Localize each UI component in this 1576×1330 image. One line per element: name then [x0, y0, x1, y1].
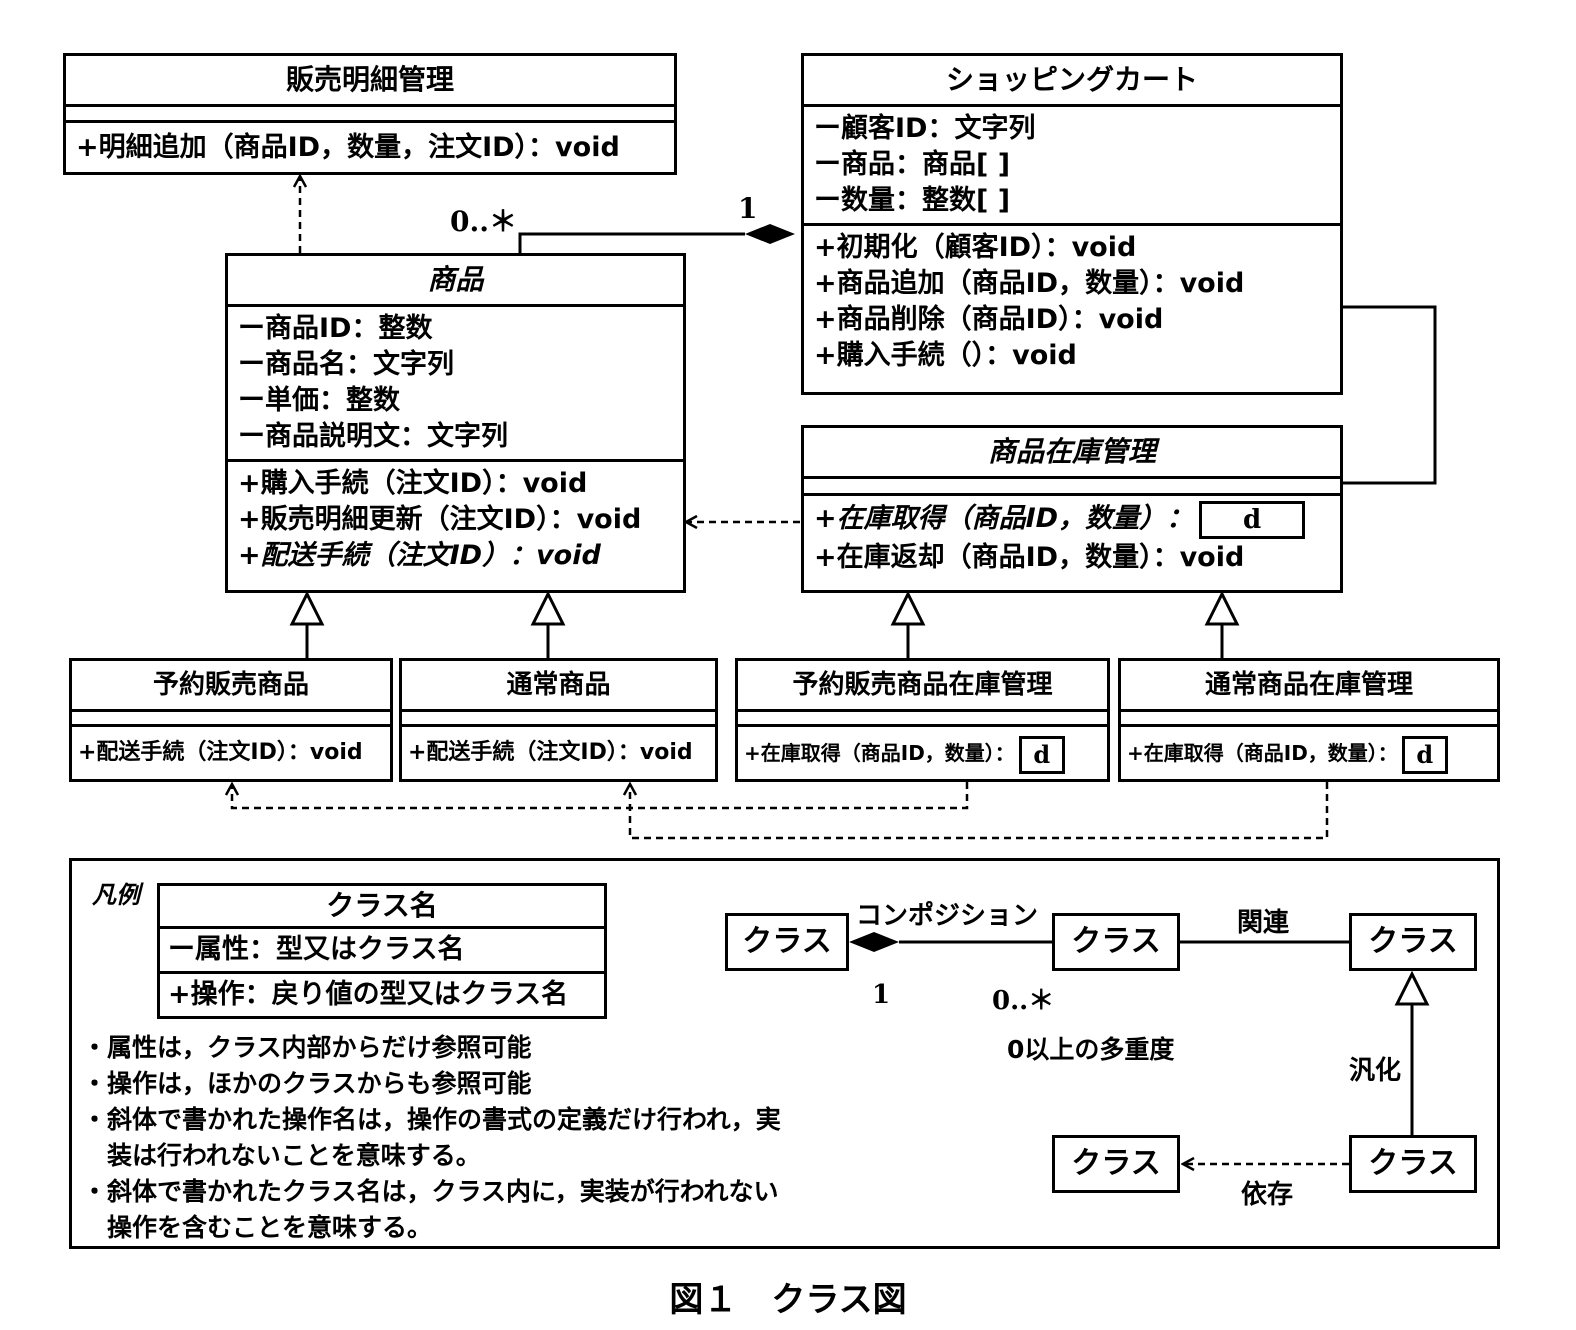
legend-multiplicity-note: 0以上の多重度 [1007, 1035, 1175, 1064]
class-name: 販売明細管理 [66, 56, 674, 107]
legend-generalization-label: 汎化 [1349, 1056, 1402, 1086]
placeholder-box-d: d [1401, 735, 1448, 774]
attribute-line: ー数量：整数[ ] [814, 185, 1011, 216]
class-shopping-cart: ショッピングカート ー顧客ID：文字列 ー商品：商品[ ] ー数量：整数[ ] … [801, 53, 1343, 395]
figure-caption: 図１ クラス図 [669, 1280, 907, 1320]
operation-compartment: +在庫取得（商品ID，数量）：d [738, 727, 1107, 779]
placeholder-box-d: d [1199, 500, 1306, 539]
operation-text: +在庫取得（商品ID，数量）： [1127, 741, 1398, 765]
attribute-line: ー商品説明文：文字列 [238, 421, 508, 452]
class-name: 通常商品在庫管理 [1121, 661, 1497, 712]
operation-compartment: +在庫取得（商品ID，数量）：d [1121, 727, 1497, 779]
legend-class-name: クラス名 [160, 886, 604, 929]
composition-diamond [745, 224, 795, 244]
class-yoyaku-hanbai-shohin-zaiko-kanri: 予約販売商品在庫管理 +在庫取得（商品ID，数量）：d [735, 658, 1110, 782]
attribute-compartment [66, 107, 674, 123]
class-name: 商品 [228, 256, 683, 307]
class-name: ショッピングカート [804, 56, 1340, 107]
class-name: 通常商品 [402, 661, 715, 712]
operation-line: +販売明細更新（注文ID）：void [238, 504, 642, 535]
operation-line-abstract: +在庫取得（商品ID，数量）：d [814, 500, 1330, 539]
legend-note: 装は行われないことを意味する。 [82, 1141, 481, 1170]
legend-multiplicity-many: 0..＊ [992, 986, 1055, 1016]
class-name: 商品在庫管理 [804, 428, 1340, 479]
legend-composition-label: コンポジション [856, 901, 1039, 931]
generalization-triangle-yoyaku-zaiko [890, 590, 926, 626]
operation-line: +購入手続（）：void [814, 340, 1077, 371]
class-name: 予約販売商品在庫管理 [738, 661, 1107, 712]
attribute-compartment [72, 712, 390, 727]
legend-note: ・斜体で書かれた操作名は，操作の書式の定義だけ行われ，実 [82, 1105, 781, 1134]
class-tsujo-shohin-zaiko-kanri: 通常商品在庫管理 +在庫取得（商品ID，数量）：d [1118, 658, 1500, 782]
legend-class-notation: クラス名 ー属性：型又はクラス名 +操作：戻り値の型又はクラス名 [157, 883, 607, 1019]
operation-compartment: +配送手続（注文ID）：void [402, 727, 715, 779]
legend-notes: ・属性は，クラス内部からだけ参照可能 ・操作は，ほかのクラスからも参照可能 ・斜… [82, 1030, 781, 1246]
operation-line: +在庫取得（商品ID，数量）：d [744, 729, 1101, 777]
attribute-line: ー顧客ID：文字列 [814, 113, 1036, 144]
operation-compartment: +配送手続（注文ID）：void [72, 727, 390, 779]
operation-line: +明細追加（商品ID，数量，注文ID）：void [76, 132, 620, 163]
operation-line: +在庫取得（商品ID，数量）：d [1127, 729, 1491, 777]
legend-association-label: 関連 [1237, 908, 1290, 938]
legend-box-composite-part: クラス [1052, 913, 1180, 971]
legend-note: 操作を含むことを意味する。 [82, 1213, 433, 1242]
operation-text: +在庫取得（商品ID，数量）： [814, 503, 1194, 534]
legend-box-associated: クラス [1349, 913, 1477, 971]
legend-box-composite-owner: クラス [725, 913, 849, 971]
legend-title: 凡例 [92, 881, 140, 909]
operation-line: +商品追加（商品ID，数量）：void [814, 268, 1245, 299]
attribute-line: ー商品ID：整数 [238, 313, 433, 344]
legend-dependency-label: 依存 [1241, 1180, 1294, 1210]
operation-compartment: +初期化（顧客ID）：void +商品追加（商品ID，数量）：void +商品削… [804, 226, 1340, 378]
attribute-compartment: ー顧客ID：文字列 ー商品：商品[ ] ー数量：整数[ ] [804, 107, 1340, 226]
legend-box-depended: クラス [1052, 1135, 1180, 1193]
operation-line: +初期化（顧客ID）：void [814, 232, 1137, 263]
legend-attribute: ー属性：型又はクラス名 [160, 929, 604, 974]
attribute-compartment [738, 712, 1107, 727]
operation-line-abstract: +配送手続（注文ID）：void [238, 540, 601, 571]
class-shohin: 商品 ー商品ID：整数 ー商品名：文字列 ー単価：整数 ー商品説明文：文字列 +… [225, 253, 686, 593]
legend-note: ・属性は，クラス内部からだけ参照可能 [82, 1033, 532, 1062]
attribute-line: ー商品名：文字列 [238, 349, 454, 380]
operation-compartment: +購入手続（注文ID）：void +販売明細更新（注文ID）：void +配送手… [228, 462, 683, 578]
class-hanbai-meisai-kanri: 販売明細管理 +明細追加（商品ID，数量，注文ID）：void [63, 53, 677, 175]
generalization-triangle-yoyaku [289, 590, 325, 626]
dependency-yoyaku-zaiko-yoyaku [232, 782, 969, 810]
legend-note: ・操作は，ほかのクラスからも参照可能 [82, 1069, 532, 1098]
class-shohin-zaiko-kanri: 商品在庫管理 +在庫取得（商品ID，数量）：d +在庫返却（商品ID，数量）：v… [801, 425, 1343, 593]
legend-note: ・斜体で書かれたクラス名は，クラス内に，実装が行われない [82, 1177, 779, 1206]
attribute-line: ー商品：商品[ ] [814, 149, 1011, 180]
operation-compartment: +在庫取得（商品ID，数量）：d +在庫返却（商品ID，数量）：void [804, 496, 1340, 581]
generalization-triangle-tsujo-zaiko [1204, 590, 1240, 626]
legend-composition-diamond [849, 932, 899, 952]
attribute-compartment [804, 479, 1340, 496]
multiplicity-shohin: 0..＊ [450, 205, 517, 238]
generalization-triangle-tsujo [530, 590, 566, 626]
association-cart-zaiko [1343, 305, 1437, 485]
class-name: 予約販売商品 [72, 661, 390, 712]
legend-box-subclass: クラス [1349, 1135, 1477, 1193]
operation-line: +配送手続（注文ID）：void [78, 740, 363, 765]
dependency-tsujo-zaiko-tsujo [630, 782, 1329, 840]
operation-line: +商品削除（商品ID）：void [814, 304, 1164, 335]
placeholder-box-d: d [1018, 735, 1065, 774]
operation-compartment: +明細追加（商品ID，数量，注文ID）：void [66, 123, 674, 173]
operation-line: +在庫返却（商品ID，数量）：void [814, 541, 1245, 573]
class-tsujo-shohin: 通常商品 +配送手続（注文ID）：void [399, 658, 718, 782]
legend-operation: +操作：戻り値の型又はクラス名 [168, 979, 569, 1010]
attribute-compartment [1121, 712, 1497, 727]
multiplicity-cart: 1 [738, 192, 758, 225]
legend-multiplicity-one: 1 [872, 980, 891, 1010]
operation-line: +購入手続（注文ID）：void [238, 468, 588, 499]
operation-text: +在庫取得（商品ID，数量）： [744, 741, 1015, 765]
class-yoyaku-hanbai-shohin: 予約販売商品 +配送手続（注文ID）：void [69, 658, 393, 782]
attribute-compartment [402, 712, 715, 727]
legend-panel [69, 858, 1500, 1249]
attribute-line: ー単価：整数 [238, 385, 400, 416]
operation-line: +配送手続（注文ID）：void [408, 740, 693, 765]
attribute-compartment: ー商品ID：整数 ー商品名：文字列 ー単価：整数 ー商品説明文：文字列 [228, 307, 683, 462]
composition-line [518, 232, 745, 253]
